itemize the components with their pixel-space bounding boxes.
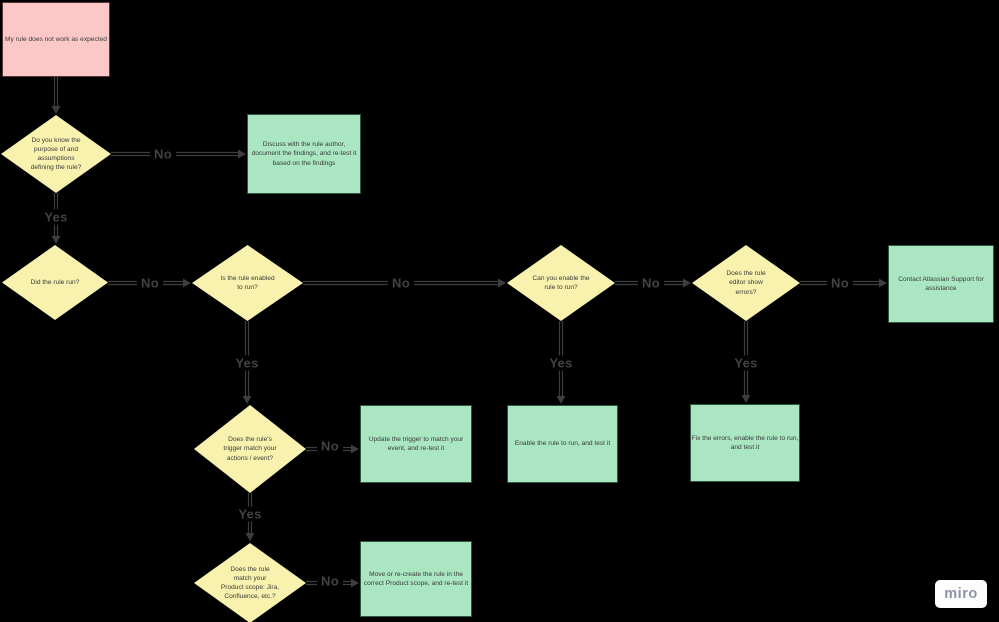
- edge-label-editor-errors-yes[interactable]: Yes: [730, 355, 762, 371]
- node-decision-editor-errors[interactable]: Does the rule editor show errors?: [692, 245, 800, 321]
- node-start[interactable]: My rule does not work as expected: [2, 2, 110, 77]
- node-label: Does the rule's trigger match your actio…: [223, 436, 277, 462]
- edge-label-can-enable-yes[interactable]: Yes: [545, 355, 577, 371]
- miro-watermark[interactable]: miro: [935, 580, 987, 608]
- node-decision-run[interactable]: Did the rule run?: [2, 245, 108, 320]
- edge-label-trigger-yes[interactable]: Yes: [234, 506, 266, 522]
- node-decision-product-scope[interactable]: Does the rule match your Product scope: …: [194, 543, 306, 622]
- node-label: Is the rule enabled to run?: [220, 274, 275, 291]
- node-label: Do you know the purpose of and assumptio…: [30, 136, 82, 172]
- node-label: Discuss with the rule author, document t…: [251, 141, 357, 167]
- node-label: Enable the rule to run, and test it: [514, 440, 611, 448]
- edge-label-trigger-no[interactable]: No: [317, 438, 343, 454]
- edge-label-editor-errors-no[interactable]: No: [827, 275, 853, 291]
- node-decision-purpose[interactable]: Do you know the purpose of and assumptio…: [1, 115, 111, 193]
- node-label: Does the rule match your Product scope: …: [220, 565, 280, 601]
- node-label: Can you enable the rule to run?: [532, 274, 590, 291]
- node-label: My rule does not work as expected: [5, 35, 107, 43]
- edge-label-purpose-no[interactable]: No: [150, 146, 176, 162]
- node-label: Fix the errors, enable the rule to run, …: [691, 434, 799, 451]
- node-label: Move or re-create the rule in the correc…: [363, 570, 469, 587]
- node-action-discuss[interactable]: Discuss with the rule author, document t…: [247, 114, 361, 194]
- wire-core: [55, 76, 882, 584]
- node-action-move-rule[interactable]: Move or re-create the rule in the correc…: [360, 541, 472, 617]
- wire-outline: [56, 77, 881, 583]
- node-decision-trigger-match[interactable]: Does the rule's trigger match your actio…: [194, 405, 306, 493]
- edge-label-enabled-no[interactable]: No: [388, 275, 414, 291]
- edge-label-scope-no[interactable]: No: [317, 573, 343, 589]
- node-decision-enabled[interactable]: Is the rule enabled to run?: [192, 245, 303, 321]
- node-action-enable-rule[interactable]: Enable the rule to run, and test it: [507, 405, 618, 483]
- node-label: Did the rule run?: [30, 278, 80, 286]
- node-label: Does the rule editor show errors?: [726, 270, 766, 296]
- node-decision-can-enable[interactable]: Can you enable the rule to run?: [507, 245, 615, 321]
- edge-label-run-no[interactable]: No: [137, 275, 163, 291]
- node-action-contact-support[interactable]: Contact Atlassian Support for assistance: [888, 245, 994, 323]
- edge-label-can-enable-no[interactable]: No: [638, 275, 664, 291]
- miro-logo-text: miro: [944, 586, 978, 602]
- node-label: Contact Atlassian Support for assistance: [898, 275, 984, 292]
- arrowheads: [51, 106, 887, 588]
- node-action-fix-errors[interactable]: Fix the errors, enable the rule to run, …: [690, 404, 800, 482]
- edge-label-purpose-yes[interactable]: Yes: [40, 209, 72, 225]
- edge-label-enabled-yes[interactable]: Yes: [231, 355, 263, 371]
- node-action-update-trigger[interactable]: Update the trigger to match your event, …: [360, 405, 472, 483]
- node-label: Update the trigger to match your event, …: [368, 435, 464, 452]
